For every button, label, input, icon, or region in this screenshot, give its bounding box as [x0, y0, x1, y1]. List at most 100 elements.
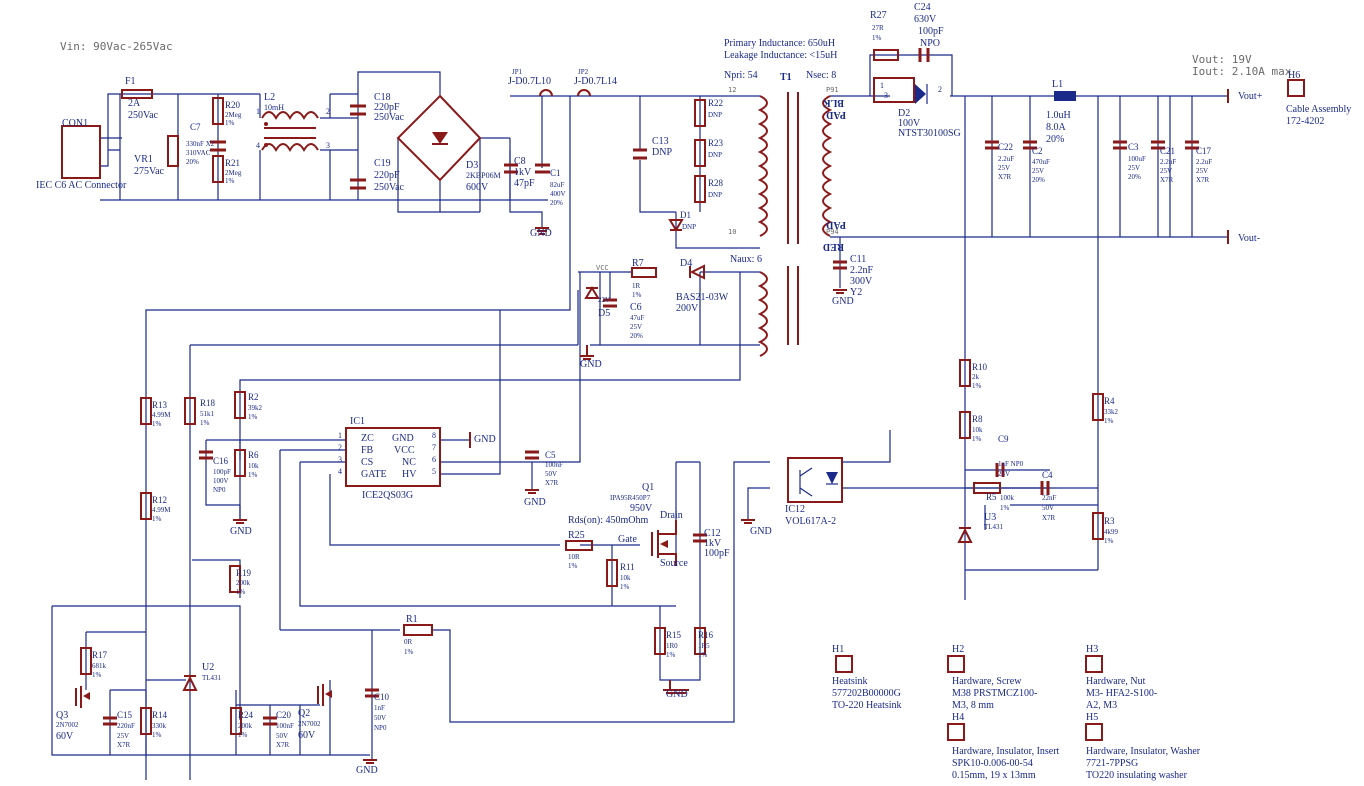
c24-voltage: 630V	[914, 14, 937, 25]
c16-voltage: 100V	[213, 477, 229, 485]
f1-fuse-symbol	[121, 89, 153, 99]
ic1-pin-hv: HV	[402, 469, 417, 480]
r5-value: 100k	[1000, 494, 1015, 502]
r12-value: 4.99M	[152, 506, 171, 514]
r15-value: 1R0	[666, 642, 678, 650]
l1-value: 1.0uH	[1046, 110, 1071, 121]
c2-voltage: 25V	[1032, 167, 1044, 175]
ic1-num8: 8	[432, 431, 436, 440]
ic1-pin-nc: NC	[402, 457, 416, 468]
r6-tol: 1%	[248, 471, 258, 479]
h5-line3: TO220 insulating washer	[1086, 770, 1188, 781]
h2-line3: M3, 8 mm	[952, 700, 994, 711]
ic1-num3: 3	[338, 455, 342, 464]
r19-value: 200k	[236, 579, 251, 587]
c2-tol: 20%	[1032, 176, 1045, 184]
c3-ref: C3	[1128, 142, 1139, 152]
jp2-ref: JP2	[578, 68, 589, 76]
c6-tol: 20%	[630, 332, 643, 340]
q1-voltage: 950V	[630, 503, 653, 514]
h3-line2: M3- HFA2-S100-	[1086, 688, 1157, 699]
c7-ref: C7	[190, 122, 201, 132]
r3-tol: 1%	[1104, 537, 1114, 545]
d5-value: 22V	[598, 296, 610, 304]
l2-coil-bottom	[261, 143, 319, 152]
ic1-pin-gnd: GND	[392, 433, 414, 444]
t1-pinp91: P91	[826, 86, 839, 94]
ic1-part: ICE2QS03G	[362, 490, 413, 501]
vin-label: Vin: 90Vac-265Vac	[60, 40, 173, 53]
d2-part: NTST30100SG	[898, 128, 961, 139]
xfmr-npri: Npri: 54	[724, 70, 758, 81]
c11-ref: C11	[850, 254, 866, 265]
c5-value: 100nF	[545, 461, 563, 469]
r25-tol: 1%	[568, 562, 578, 570]
r16-tol: 1%	[698, 651, 708, 659]
gnd-label-3: GND	[580, 359, 602, 370]
vout-minus: Vout-	[1238, 233, 1260, 244]
c21-ref: C21	[1160, 146, 1175, 156]
d2-voltage: 100V	[898, 118, 921, 129]
r2-value: 39k2	[248, 404, 263, 412]
r27-value: 27R	[872, 24, 884, 32]
c13-value: DNP	[652, 147, 672, 158]
c10-voltage: 50V	[374, 714, 386, 722]
r3-value: 4k99	[1104, 528, 1119, 536]
d1-ref: D1	[680, 210, 691, 220]
gnd-label-8: GND	[356, 765, 378, 776]
r2-tol: 1%	[248, 413, 258, 421]
c21-dielectric: X7R	[1160, 176, 1174, 184]
ic1-pin-zc: ZC	[361, 433, 374, 444]
r17-tol: 1%	[92, 671, 102, 679]
ic1-num2: 2	[338, 443, 342, 452]
r6-ref: R6	[248, 450, 259, 460]
q3-mosfet-symbol	[75, 686, 90, 708]
d4-ref: D4	[680, 258, 692, 269]
gnd-label-7: GND	[666, 689, 688, 700]
r12-ref: R12	[152, 495, 167, 505]
c24-value: 100pF	[918, 26, 944, 37]
c18-voltage: 250Vac	[374, 112, 405, 123]
r23-ref: R23	[708, 138, 724, 148]
r5-ref: R5	[986, 492, 997, 502]
r1-tol: 1%	[404, 648, 414, 656]
con1-ref: CON1	[62, 118, 88, 129]
r21-ref: R21	[225, 158, 240, 168]
r14-value: 330k	[152, 722, 167, 730]
gnd-label-1: GND	[530, 228, 552, 239]
h2-ref: H2	[952, 644, 964, 655]
d2-pin2: 2	[938, 85, 942, 94]
r13-tol: 1%	[152, 420, 162, 428]
f1-voltage: 250Vac	[128, 110, 159, 121]
c22-ref: C22	[998, 142, 1013, 152]
gnd-label-2: GND	[832, 296, 854, 307]
l2-ref: L2	[264, 92, 275, 103]
jp1-ref: JP1	[512, 68, 523, 76]
r4-value: 33k2	[1104, 408, 1119, 416]
blk-label: BLK	[823, 97, 844, 108]
u2-ref: U2	[202, 662, 214, 673]
c19-voltage: 250Vac	[374, 182, 405, 193]
r13-value: 4.99M	[152, 411, 171, 419]
f1-rating: 2A	[128, 98, 141, 109]
r14-ref: R14	[152, 710, 168, 720]
red-label: RED	[823, 241, 844, 252]
c1-tol: 20%	[550, 199, 563, 207]
t1-pin12: 12	[728, 86, 736, 94]
r19-ref: R19	[236, 568, 252, 578]
l1-ref: L1	[1052, 79, 1063, 90]
vr1-voltage: 275Vac	[134, 166, 165, 177]
h6-desc: Cable Assembly	[1286, 104, 1351, 115]
l1-current: 8.0A	[1046, 122, 1067, 133]
r7-ref: R7	[632, 258, 644, 269]
u2-part: TL431	[202, 674, 222, 682]
vr1-ref: VR1	[134, 154, 153, 165]
h3-line3: A2, M3	[1086, 700, 1117, 711]
t1-ref: T1	[780, 72, 792, 83]
h2-line2: M38 PRSTMCZ100-	[952, 688, 1037, 699]
c17-value: 2.2uF	[1196, 158, 1212, 166]
ic12-optocoupler-symbol	[787, 457, 843, 503]
d1-value: DNP	[682, 223, 696, 231]
l2-coil-top	[261, 111, 319, 120]
